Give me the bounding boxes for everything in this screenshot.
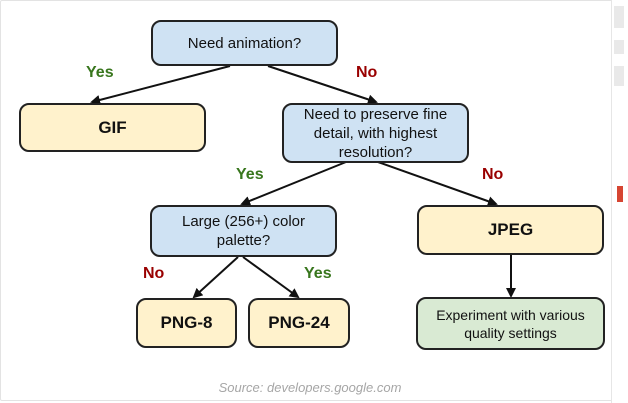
node-jpeg: JPEG: [417, 205, 604, 255]
node-need-animation: Need animation?: [151, 20, 338, 66]
label-palette-yes: Yes: [304, 265, 332, 282]
node-text: Experiment with various quality settings: [436, 306, 585, 341]
node-gif: GIF: [19, 103, 206, 152]
node-text: PNG-24: [268, 313, 330, 332]
edge-animation-yes: [90, 65, 231, 105]
edge-marker: [617, 186, 623, 202]
edge-detail-yes: [240, 161, 347, 206]
node-text: Need to preserve fine detail, with highe…: [303, 105, 448, 161]
node-text: Large (256+) color palette?: [182, 213, 305, 249]
label-palette-no: No: [143, 265, 165, 282]
scrollbar-tick: [614, 6, 624, 28]
label-detail-no: No: [482, 166, 504, 183]
node-text: GIF: [98, 117, 127, 137]
label-animation-yes: Yes: [86, 64, 114, 81]
edge-animation-no: [267, 65, 378, 105]
label-detail-yes: Yes: [236, 166, 264, 183]
node-experiment: Experiment with various quality settings: [416, 297, 605, 350]
node-text: Need animation?: [187, 34, 302, 52]
node-text: PNG-8: [160, 313, 213, 332]
node-png8: PNG-8: [136, 298, 237, 348]
node-preserve-detail: Need to preserve fine detail, with highe…: [282, 103, 469, 163]
edge-detail-no: [377, 161, 498, 207]
node-large-palette: Large (256+) color palette?: [150, 205, 337, 257]
scrollbar-tick: [614, 66, 624, 86]
scrollbar-tick: [614, 40, 624, 54]
node-png24: PNG-24: [248, 298, 350, 348]
edge-palette-no: [192, 256, 239, 299]
edge-palette-yes: [242, 256, 300, 299]
label-animation-no: No: [356, 64, 378, 81]
node-text: JPEG: [487, 220, 534, 239]
source-caption: Source: developers.google.com: [218, 380, 402, 395]
